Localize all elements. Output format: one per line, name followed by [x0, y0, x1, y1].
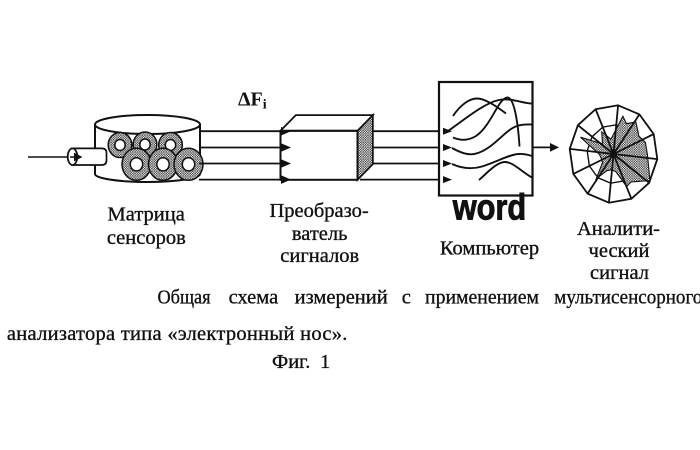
svg-text:ческий: ческий — [589, 240, 650, 262]
svg-text:измерений: измерений — [295, 287, 388, 309]
svg-text:1: 1 — [320, 351, 330, 373]
svg-text:схема: схема — [229, 287, 279, 309]
svg-text:Фиг.: Фиг. — [272, 351, 310, 373]
svg-text:применением: применением — [425, 287, 539, 309]
svg-text:Матрица: Матрица — [108, 204, 185, 226]
svg-text:сенсоров: сенсоров — [107, 227, 186, 249]
svg-text:с: с — [402, 287, 411, 309]
svg-text:сигналов: сигналов — [280, 245, 359, 267]
svg-text:ΔFi: ΔFi — [238, 89, 267, 113]
svg-text:анализатора типа «электронный: анализатора типа «электронный нос». — [7, 323, 348, 345]
svg-text:Компьютер: Компьютер — [440, 238, 539, 260]
svg-text:ватель: ватель — [292, 223, 348, 245]
svg-text:Общая: Общая — [158, 287, 211, 309]
svg-text:сигнал: сигнал — [590, 262, 649, 284]
svg-text:Аналити-: Аналити- — [577, 218, 660, 240]
svg-text:Преобразо-: Преобразо- — [269, 200, 368, 222]
svg-text:мультисенсорного: мультисенсорного — [554, 287, 700, 309]
svg-text:word: word — [452, 187, 526, 228]
